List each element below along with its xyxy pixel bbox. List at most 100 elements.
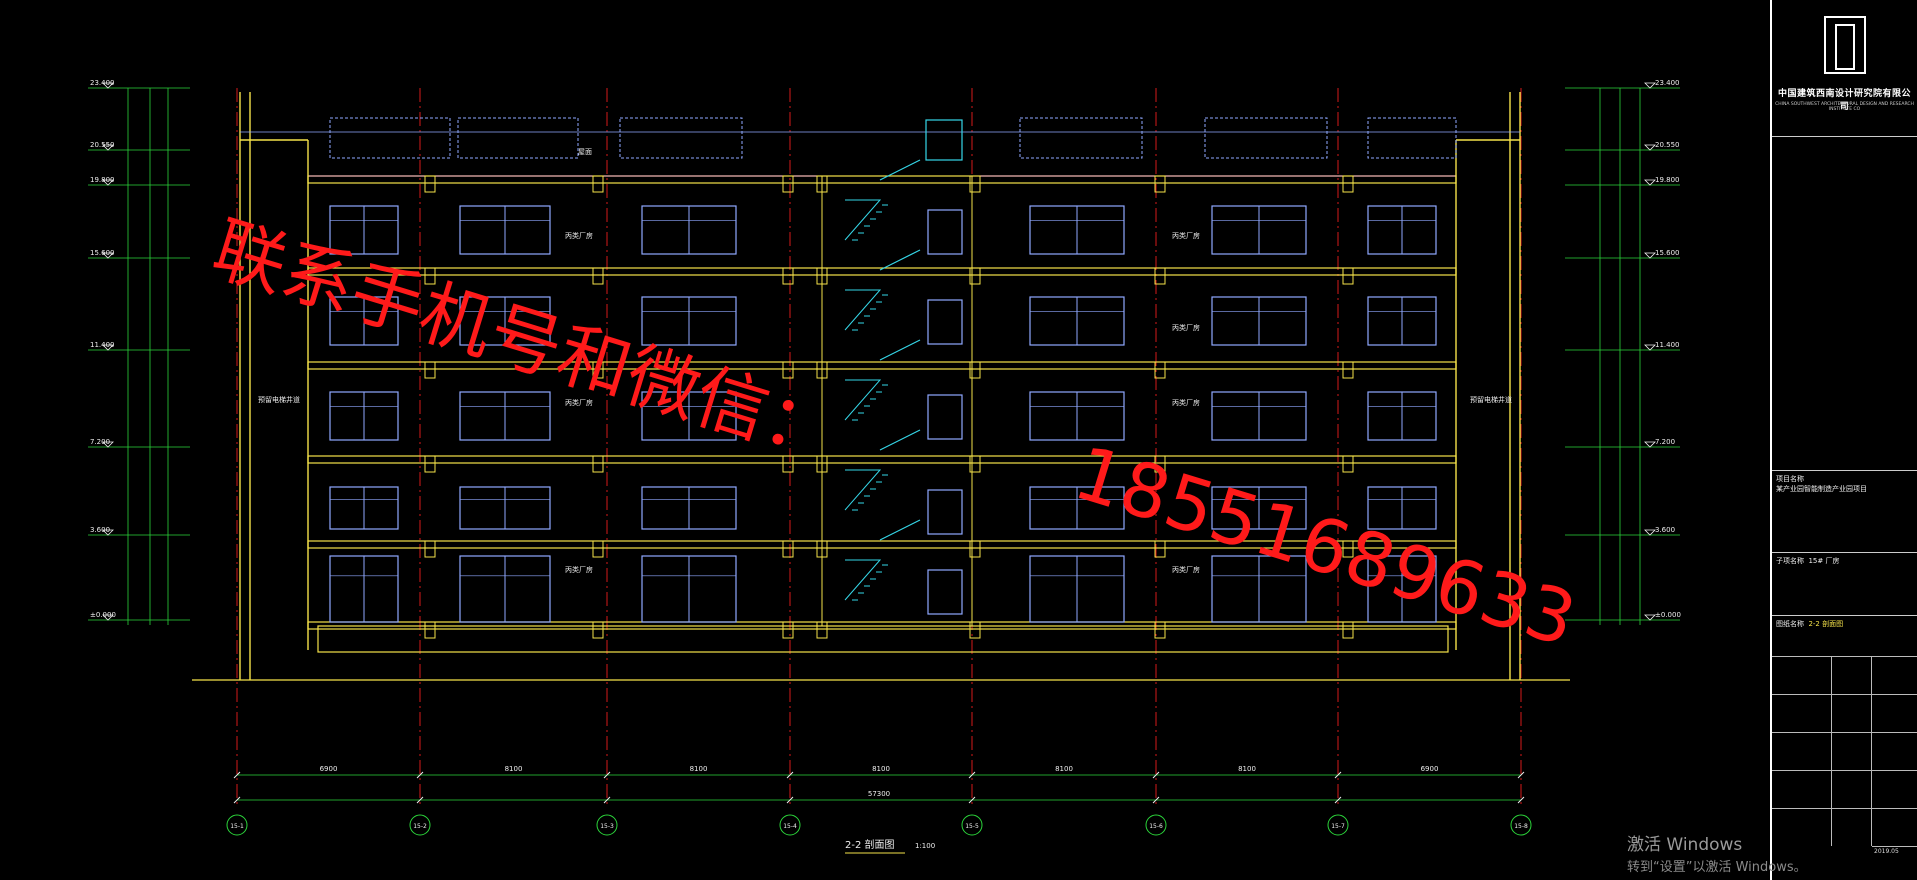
span-dim-label: 8100 <box>505 765 523 773</box>
roof-hatch <box>925 119 963 161</box>
column-stub <box>1154 175 1166 193</box>
tb-drawing-row: 图纸名称 2-2 剖面图 <box>1772 615 1917 645</box>
dim-tick <box>786 796 794 804</box>
column-stub <box>782 455 794 473</box>
axis-label: 15-8 <box>1514 823 1528 830</box>
stair-run <box>879 159 921 181</box>
stair-flight <box>844 289 882 331</box>
column-stub <box>969 267 981 285</box>
tb-subproject-value: 15# 厂房 <box>1808 557 1840 565</box>
level-label-left: 20.550 <box>90 141 115 149</box>
level-label-left: 3.600 <box>90 526 110 534</box>
stair-window <box>927 569 963 615</box>
level-label-right: 3.600 <box>1655 526 1675 534</box>
column-stub <box>424 621 436 639</box>
level-label-left: 19.800 <box>90 176 115 184</box>
level-label-right: 15.600 <box>1655 249 1680 257</box>
shaft-label-right: 预留电梯井道 <box>1470 395 1512 404</box>
level-label-right: 23.400 <box>1655 79 1680 87</box>
dim-tick <box>1152 771 1160 779</box>
rooftop-unit <box>619 117 743 159</box>
level-marker-right <box>1644 179 1656 186</box>
span-dim-label: 8100 <box>1055 765 1073 773</box>
level-label-left: 7.200 <box>90 438 110 446</box>
column-stub <box>1154 540 1166 558</box>
column-stub <box>782 267 794 285</box>
room-label: 丙类厂房 <box>565 231 593 240</box>
dim-tick <box>786 771 794 779</box>
rooftop-unit <box>329 117 451 159</box>
room-label: 丙类厂房 <box>565 398 593 407</box>
stair-window <box>927 209 963 255</box>
dim-tick <box>233 796 241 804</box>
stair-flight <box>844 559 882 601</box>
column-stub <box>1342 267 1354 285</box>
tb-project-row: 项目名称 某产业园智能制造产业园项目 <box>1772 470 1917 522</box>
title-block: 中国建筑西南设计研究院有限公司 CHINA SOUTHWEST ARCHITEC… <box>1770 0 1917 880</box>
level-marker-left <box>102 82 114 89</box>
column-stub <box>782 361 794 379</box>
level-marker-right <box>1644 82 1656 89</box>
level-label-left: 11.400 <box>90 341 115 349</box>
column-stub <box>424 267 436 285</box>
column-stub <box>969 621 981 639</box>
stair-run <box>879 519 921 541</box>
column-stub <box>592 540 604 558</box>
tb-project-label: 项目名称 <box>1776 475 1804 483</box>
tb-sign-grid: 2019.05 <box>1772 656 1917 880</box>
axis-bubble <box>226 814 248 836</box>
column-stub <box>782 175 794 193</box>
column-stub <box>1154 621 1166 639</box>
level-marker-right <box>1644 252 1656 259</box>
dim-tick <box>1517 771 1525 779</box>
floor-slab <box>307 455 1457 464</box>
column-stub <box>592 361 604 379</box>
axis-bubble <box>1145 814 1167 836</box>
level-marker-left <box>102 252 114 259</box>
room-label: 丙类厂房 <box>1172 398 1200 407</box>
level-label-left: 23.400 <box>90 79 115 87</box>
level-label-right: 11.400 <box>1655 341 1680 349</box>
dim-tick <box>968 771 976 779</box>
rooftop-unit <box>1367 117 1457 159</box>
column-stub <box>424 540 436 558</box>
windows-activation-title: 激活 Windows <box>1627 835 1743 855</box>
column-stub <box>782 540 794 558</box>
shaft-label-left: 预留电梯井道 <box>258 395 300 404</box>
column-stub <box>424 175 436 193</box>
axis-bubble <box>596 814 618 836</box>
dim-tick <box>233 771 241 779</box>
column-stub <box>1154 361 1166 379</box>
stair-run <box>879 339 921 361</box>
level-marker-left <box>102 344 114 351</box>
column-stub <box>592 455 604 473</box>
level-marker-left <box>102 179 114 186</box>
axis-label: 15-5 <box>965 823 979 830</box>
level-marker-right <box>1644 529 1656 536</box>
stair-run <box>879 249 921 271</box>
room-label: 丙类厂房 <box>1172 323 1200 332</box>
roof-label: 屋面 <box>578 148 592 156</box>
rooftop-unit <box>457 117 579 159</box>
room-label: 丙类厂房 <box>1172 231 1200 240</box>
tb-date: 2019.05 <box>1872 846 1917 880</box>
tb-subproject-label: 子项名称 <box>1776 557 1804 565</box>
room-label: 丙类厂房 <box>565 565 593 574</box>
tb-subproject-row: 子项名称 15# 厂房 <box>1772 552 1917 582</box>
axis-label: 15-6 <box>1149 823 1163 830</box>
tb-drawing-label: 图纸名称 <box>1776 620 1804 628</box>
column-stub <box>1342 455 1354 473</box>
level-marker-right <box>1644 614 1656 621</box>
axis-bubble <box>779 814 801 836</box>
level-label-right: ±0.000 <box>1655 611 1681 619</box>
level-marker-right <box>1644 344 1656 351</box>
column-stub <box>782 621 794 639</box>
column-stub <box>1342 361 1354 379</box>
column-stub <box>1342 621 1354 639</box>
column-stub <box>969 540 981 558</box>
firm-name: 中国建筑西南设计研究院有限公司 <box>1777 89 1911 112</box>
level-marker-left <box>102 529 114 536</box>
dim-tick <box>1334 771 1342 779</box>
total-dim-label: 57300 <box>868 790 890 798</box>
